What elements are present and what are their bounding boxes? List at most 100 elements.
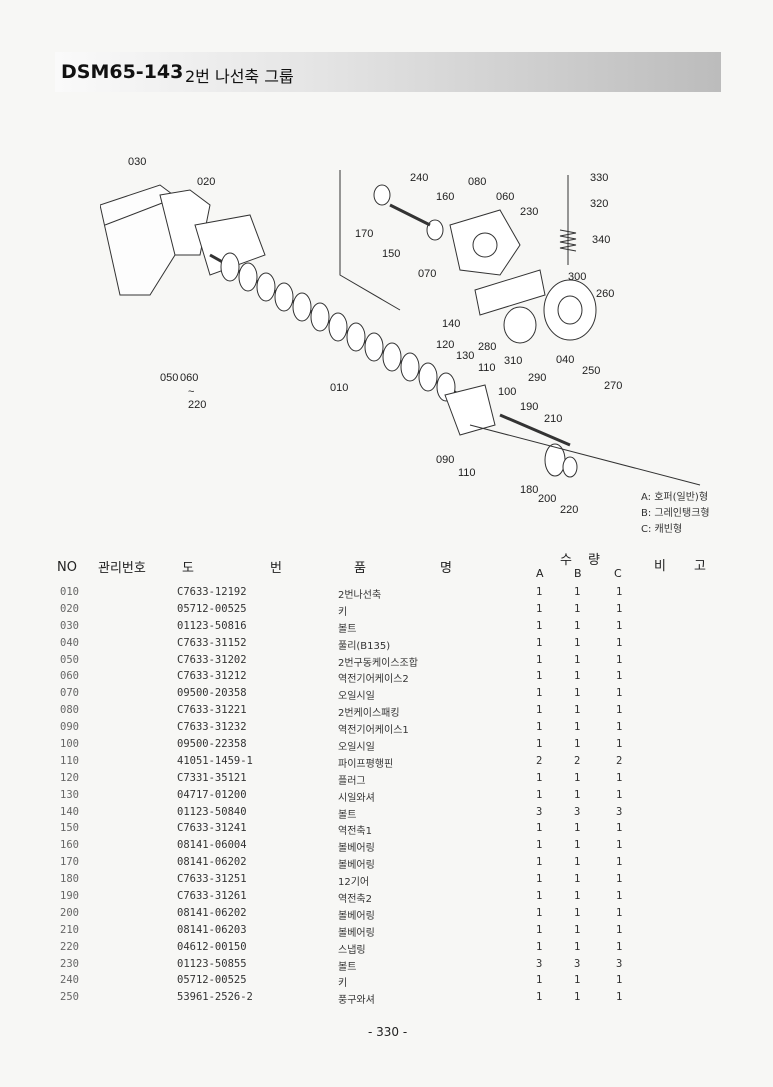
drawing-number-cell: 01123-50855 xyxy=(177,957,247,970)
qty-c-cell: 1 xyxy=(616,873,623,886)
screw-flight xyxy=(364,332,384,362)
legend-c: C: 캐빈형 xyxy=(641,524,683,535)
callout-label: 160 xyxy=(436,191,454,203)
part-no-cell: 040 xyxy=(60,636,79,649)
callout-label: 120 xyxy=(436,339,454,351)
drawing-number-cell: C7331-35121 xyxy=(177,771,247,784)
callout-label: 210 xyxy=(544,413,562,425)
qty-b-cell: 1 xyxy=(574,721,581,734)
drawing-number-cell: C7633-31212 xyxy=(177,670,247,683)
part-no-cell: 100 xyxy=(60,738,79,751)
header-drawing-2: 번 xyxy=(270,561,282,576)
part-name-cell: 2번구동케이스조합 xyxy=(338,657,418,669)
part-no-cell: 160 xyxy=(60,839,79,852)
part-name-cell: 스냅링 xyxy=(338,944,366,956)
qty-a-cell: 1 xyxy=(536,923,543,936)
part-name-cell: 오일시일 xyxy=(338,691,375,703)
header-name-2: 명 xyxy=(440,561,452,576)
table-row: 090 C7633-31232 역전기어케이스1 1 1 1 xyxy=(0,720,773,737)
callout-label: 220 xyxy=(188,399,206,411)
qty-b-cell: 1 xyxy=(574,940,581,953)
drawing-number-cell: 01123-50816 xyxy=(177,619,247,632)
part-no-cell: 090 xyxy=(60,721,79,734)
screw-flight xyxy=(292,292,312,322)
part-no-cell: 130 xyxy=(60,788,79,801)
part-no-cell: 050 xyxy=(60,653,79,666)
part-name-cell: 12기어 xyxy=(338,877,370,889)
drawing-number-cell: 05712-00525 xyxy=(177,602,247,615)
part-no-cell: 060 xyxy=(60,670,79,683)
qty-c-cell: 3 xyxy=(616,805,623,818)
qty-a-cell: 1 xyxy=(536,721,543,734)
callout-label: 060 xyxy=(496,191,514,203)
header-management-no: 관리번호 xyxy=(98,561,146,576)
qty-a-cell: 2 xyxy=(536,754,543,767)
qty-c-cell: 1 xyxy=(616,788,623,801)
qty-a-cell: 1 xyxy=(536,873,543,886)
part-name-cell: 파이프평행핀 xyxy=(338,758,394,770)
qty-a-cell: 1 xyxy=(536,940,543,953)
drawing-number-cell: 04717-01200 xyxy=(177,788,247,801)
drawing-number-cell: 08141-06202 xyxy=(177,856,247,869)
drawing-number-cell: C7633-31232 xyxy=(177,721,247,734)
callout-label: 290 xyxy=(528,372,546,384)
qty-c-cell: 1 xyxy=(616,619,623,632)
callout-label: 050 xyxy=(160,372,178,384)
qty-c-cell: 1 xyxy=(616,704,623,717)
drawing-number-cell: 53961-2526-2 xyxy=(177,991,253,1004)
qty-b-cell: 1 xyxy=(574,687,581,700)
screw-flight xyxy=(238,262,258,292)
qty-c-cell: 1 xyxy=(616,721,623,734)
part-name-cell: 볼트 xyxy=(338,623,357,635)
part-name-cell: 볼베어링 xyxy=(338,927,375,939)
drawing-number-cell: 05712-00525 xyxy=(177,974,247,987)
screw-flight xyxy=(220,252,240,282)
page-number: - 330 - xyxy=(368,1025,408,1039)
callout-label: 030 xyxy=(128,156,146,168)
qty-c-cell: 1 xyxy=(616,856,623,869)
drawing-number-cell: C7633-31261 xyxy=(177,890,247,903)
header-drawing-1: 도 xyxy=(182,561,194,576)
qty-b-cell: 1 xyxy=(574,619,581,632)
part-no-cell: 240 xyxy=(60,974,79,987)
qty-a-cell: 1 xyxy=(536,839,543,852)
drawing-number-cell: 08141-06203 xyxy=(177,923,247,936)
qty-c-cell: 1 xyxy=(616,940,623,953)
callout-label: 040 xyxy=(556,354,574,366)
part-no-cell: 070 xyxy=(60,687,79,700)
qty-c-cell: 1 xyxy=(616,991,623,1004)
part-no-cell: 010 xyxy=(60,586,79,598)
qty-b-cell: 1 xyxy=(574,890,581,903)
drawing-number-cell: 41051-1459-1 xyxy=(177,754,253,767)
part-no-cell: 170 xyxy=(60,856,79,869)
callout-label: 060 xyxy=(180,372,198,384)
qty-b-cell: 1 xyxy=(574,856,581,869)
qty-b-cell: 1 xyxy=(574,873,581,886)
part-no-cell: 180 xyxy=(60,873,79,886)
callout-label: 280 xyxy=(478,341,496,353)
qty-b-cell: 1 xyxy=(574,704,581,717)
qty-a-cell: 1 xyxy=(536,906,543,919)
callout-label: 100 xyxy=(498,386,516,398)
part-name-cell: 볼베어링 xyxy=(338,860,375,872)
part-name-cell: 역전기어케이스1 xyxy=(338,725,409,737)
drawing-number-cell: 01123-50840 xyxy=(177,805,247,818)
callout-label: 200 xyxy=(538,493,556,505)
callout-label: 300 xyxy=(568,271,586,283)
qty-c-cell: 1 xyxy=(616,653,623,666)
qty-a-cell: 1 xyxy=(536,788,543,801)
header-no: NO xyxy=(57,560,77,575)
qty-b-cell: 1 xyxy=(574,586,581,598)
